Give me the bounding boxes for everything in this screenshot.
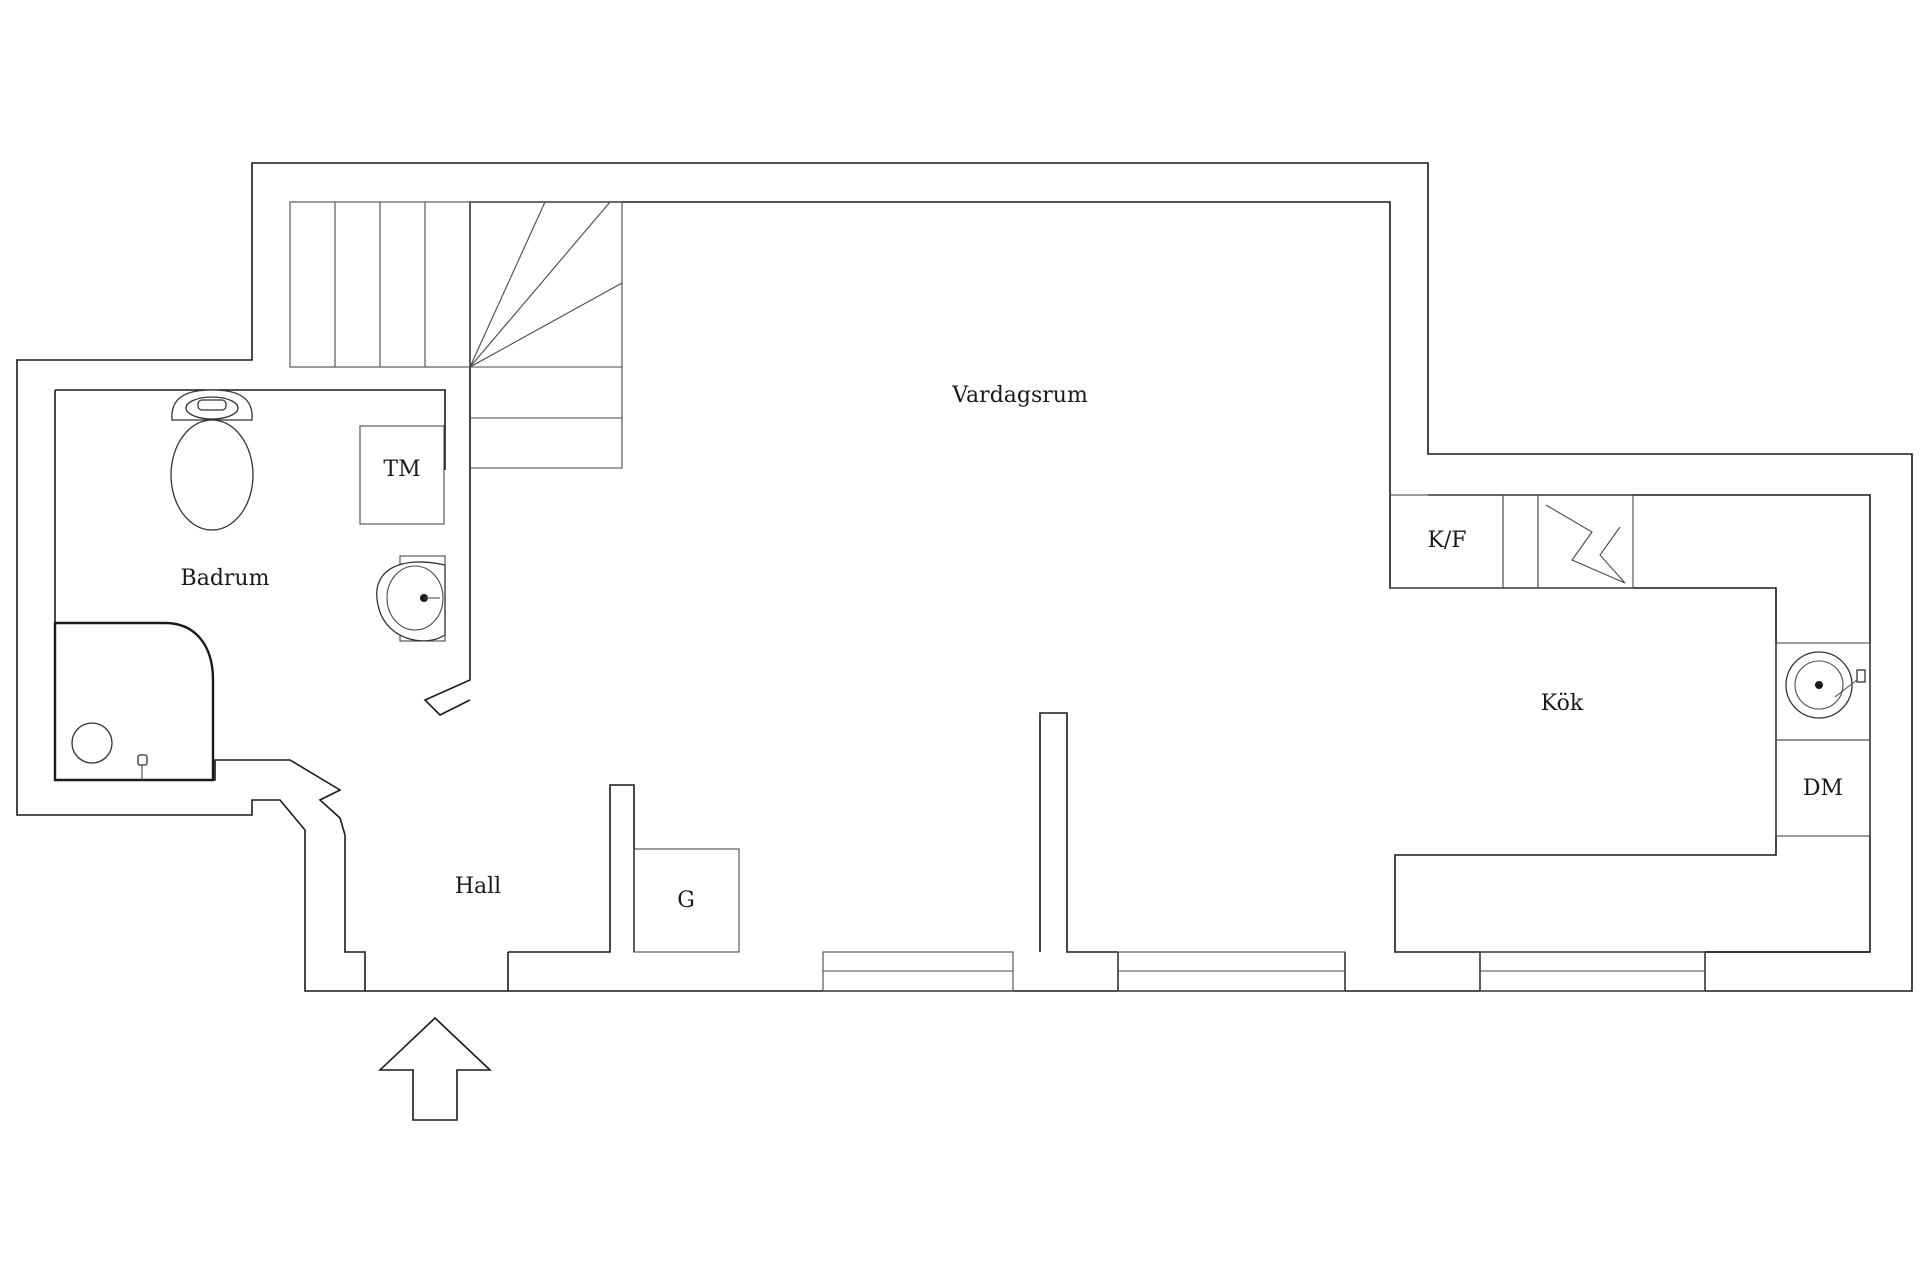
- room-label-vardagsrum: Vardagsrum: [951, 383, 1088, 408]
- windows: [822, 951, 1706, 992]
- outer-walls: [16, 162, 1913, 992]
- fixture-label-g: G: [677, 888, 695, 913]
- toilet-icon: [170, 389, 254, 531]
- stove-icon: [1537, 494, 1634, 589]
- hall-closet: [633, 848, 740, 953]
- fixture-label-dm: DM: [1803, 776, 1843, 801]
- shower-icon: [53, 621, 215, 782]
- fixture-label-tm: TM: [383, 457, 420, 482]
- staircase-icon: [289, 201, 623, 469]
- room-label-hall: Hall: [455, 874, 501, 899]
- room-label-badrum: Badrum: [181, 566, 270, 591]
- kitchen-sink-icon: [1775, 642, 1871, 741]
- fixture-label-kf: K/F: [1427, 528, 1466, 553]
- washing-machine-box: [359, 425, 445, 525]
- arrow-up-icon: [377, 1016, 493, 1121]
- sink-icon: [376, 555, 446, 642]
- room-label-kok: Kök: [1541, 691, 1584, 716]
- inner-walls: [54, 201, 1871, 991]
